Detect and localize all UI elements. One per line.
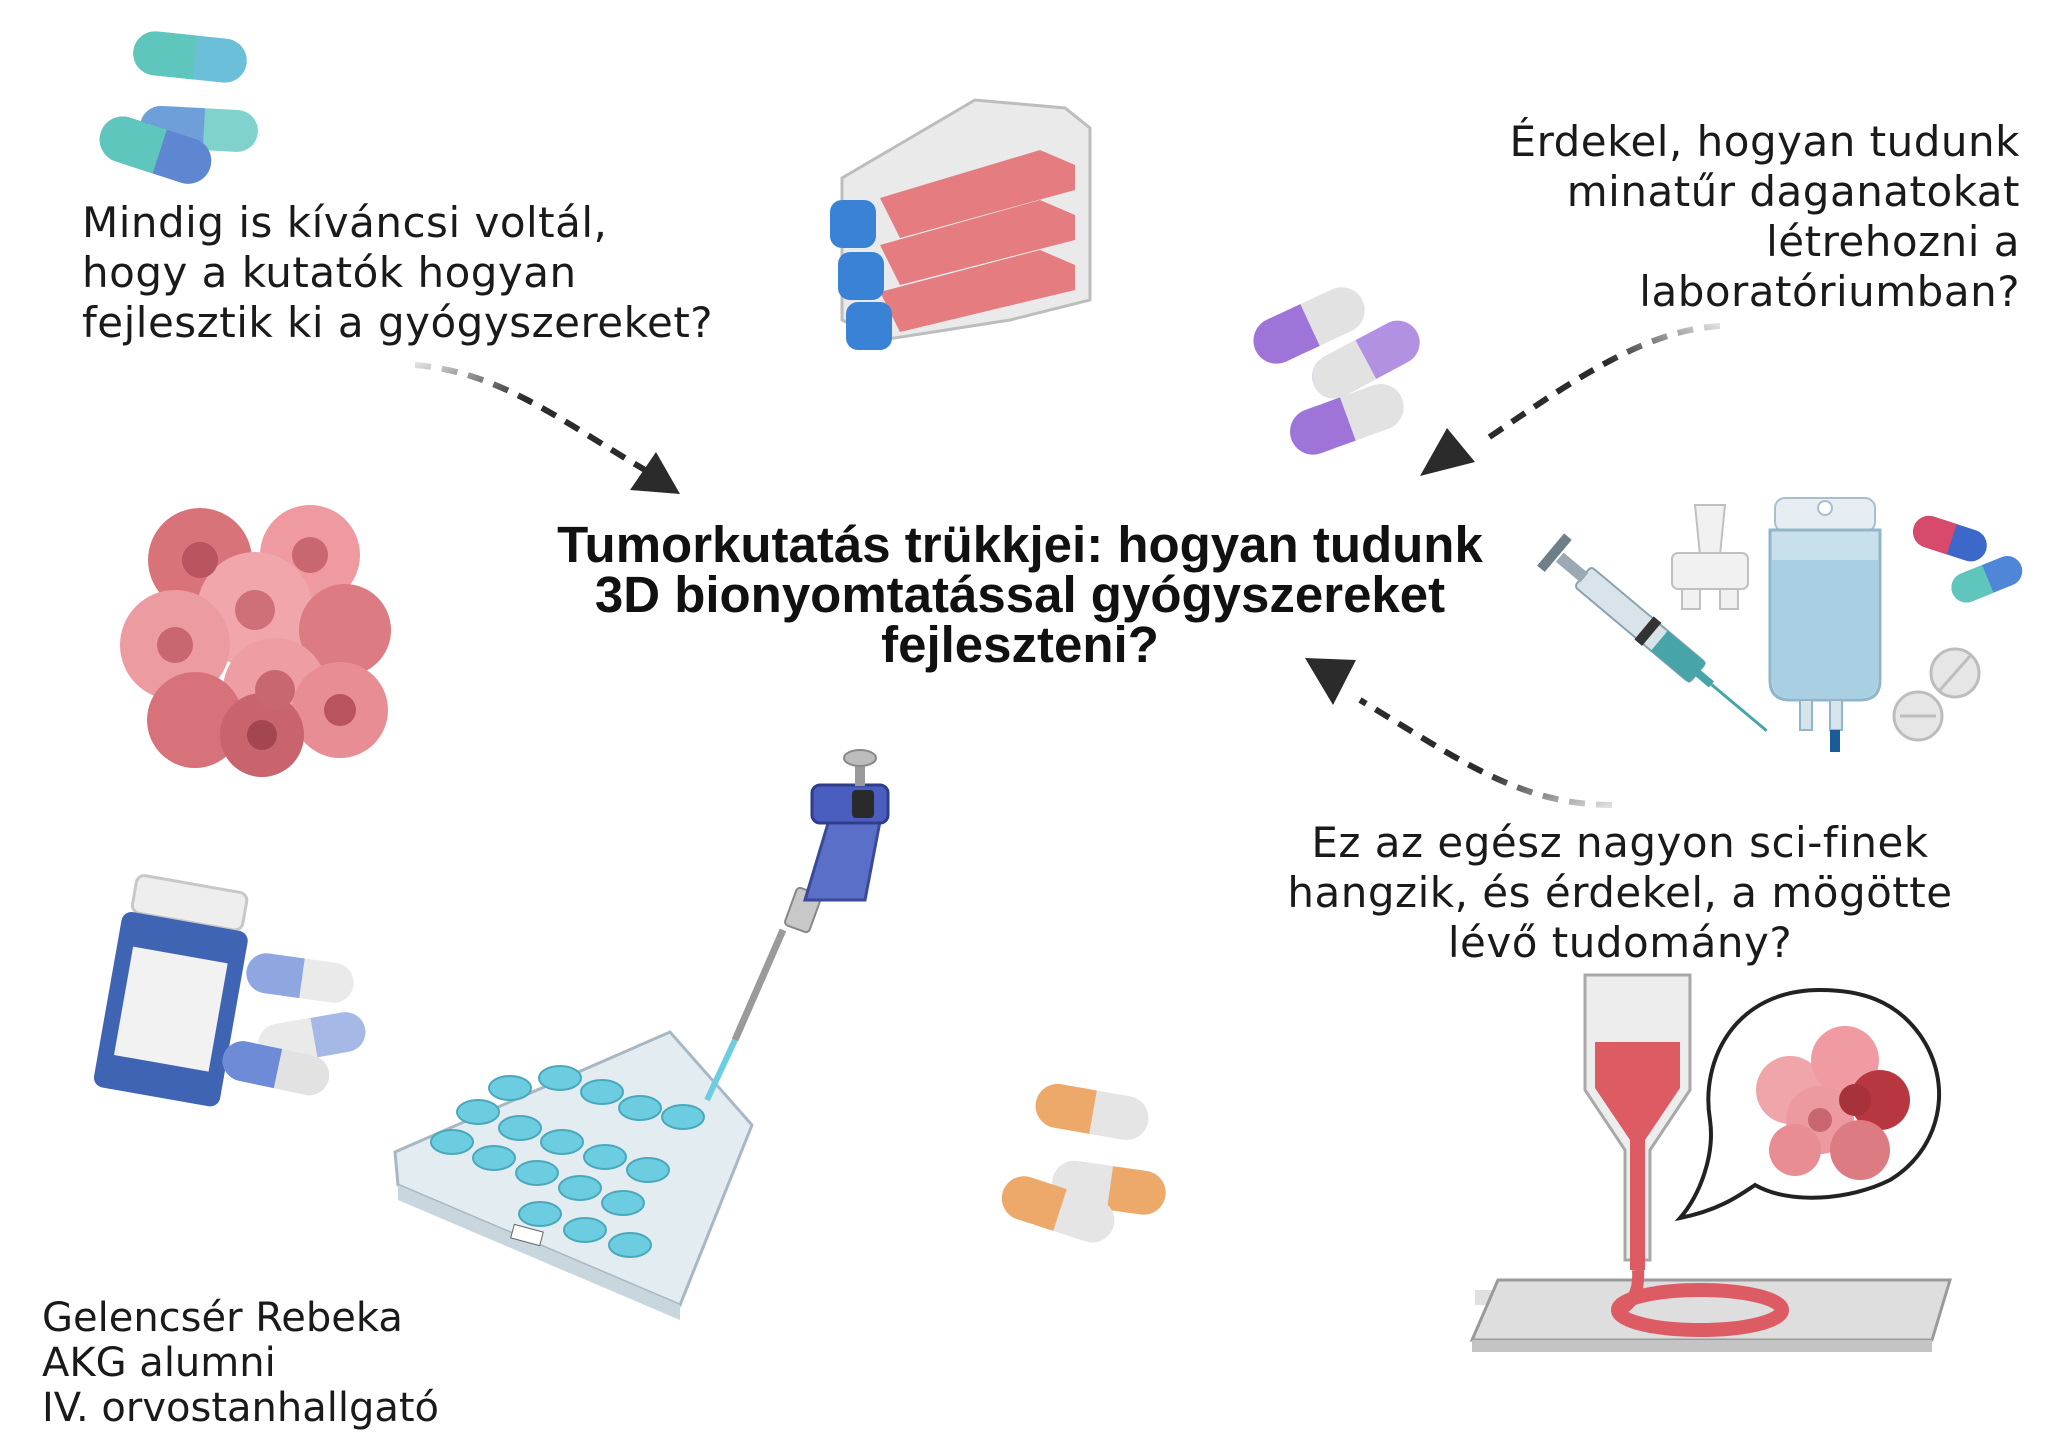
cell-culture-flasks-icon [830,98,1092,350]
tumor-spheroid-icon [120,505,391,777]
tablet-icon [1892,647,1981,742]
arrow-bottom-right [1305,658,1613,808]
question-top-left-line-3: fejlesztik ki a gyógyszereket? [82,298,714,347]
author-affiliation: AKG alumni [42,1340,276,1386]
capsule-purple-icon [1253,287,1420,455]
question-bottom-right-line-3: lévő tudomány? [1447,918,1793,967]
syringe-icon [1537,533,1768,732]
arrow-top-left [414,362,680,494]
iv-bag-icon [1768,497,1882,752]
micropipette-icon [704,749,890,1102]
capsule-red-blue-icon [1912,515,2023,603]
question-top-right-line-1: Érdekel, hogyan tudunk [1509,117,2020,166]
page-title: Tumorkutatás trükkjei: hogyan tudunk 3D … [480,516,1560,673]
capsule-orange-icon [1001,1083,1166,1243]
question-top-left-line-2: hogy a kutatók hogyan [82,248,577,297]
question-top-left: Mindig is kíváncsi voltál, hogy a kutató… [82,198,713,348]
nasal-spray-icon [1671,504,1749,610]
question-top-right: Érdekel, hogyan tudunk minatűr daganatok… [1510,117,2020,317]
author-name: Gelencsér Rebeka [42,1295,403,1341]
bioprinter-nozzle-icon [1469,973,1953,1352]
question-top-right-line-3: létrehozni a [1766,217,2020,266]
question-top-left-line-1: Mindig is kíváncsi voltál, [82,198,608,247]
arrow-top-right [1420,323,1721,476]
author-status: IV. orvostanhallgató [42,1385,440,1431]
pill-bottle-icon [93,874,249,1107]
printed-spheroid-bubble-icon [1674,987,1942,1222]
capsule-blue-icon [222,953,366,1096]
title-line-1: Tumorkutatás trükkjei: hogyan tudunk [557,516,1483,573]
well-plate-icon [393,1030,754,1320]
title-line-2: 3D bionyomtatással gyógyszereket [594,566,1446,623]
question-bottom-right-line-2: hangzik, és érdekel, a mögötte [1287,868,1953,917]
question-bottom-right-line-1: Ez az egész nagyon sci-finek [1311,818,1929,867]
author-credit: Gelencsér Rebeka AKG alumni IV. orvostan… [42,1296,439,1431]
question-top-right-line-4: laboratóriumban? [1639,267,2020,316]
title-line-3: fejleszteni? [881,616,1159,673]
question-bottom-right: Ez az egész nagyon sci-finek hangzik, és… [1270,818,1970,968]
capsule-teal-blue-icon [99,116,212,184]
question-top-right-line-2: minatűr daganatokat [1566,167,2020,216]
